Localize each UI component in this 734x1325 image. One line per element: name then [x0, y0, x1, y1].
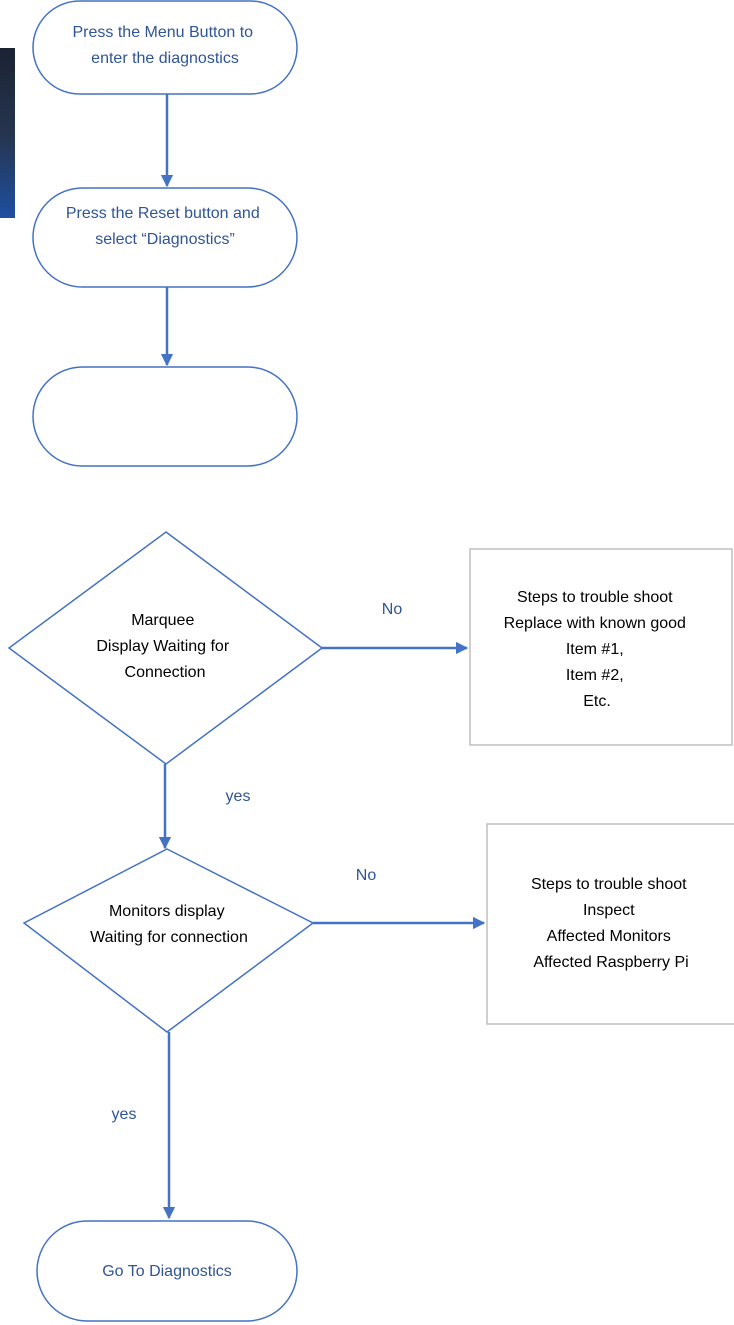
svg-text:Press the Menu Button to: Press the Menu Button to enter the diagn…: [73, 24, 258, 67]
box-marquee-fix-shape: [469, 548, 733, 746]
terminal-go-shape: [36, 1220, 298, 1322]
svg-text:Press the Reset button and: Press the Reset button and select “Diagn…: [66, 205, 264, 248]
decision-marquee-line-1: Marquee: [131, 612, 194, 629]
svg-text:Steps to trouble shoot I: Steps to trouble shoot Inspect Affected …: [531, 876, 691, 971]
decision-monitors-line-1: Monitors display: [109, 903, 225, 920]
terminal-menu-shape: [32, 0, 298, 95]
edge-label-monitors-yes: yes: [112, 1106, 137, 1123]
decision-marquee-line-3: Connection: [125, 664, 206, 681]
terminal-menu-line-1: Press the Menu Button to: [73, 24, 254, 41]
box-marquee-fix: Steps to trouble shoot Replace with know…: [469, 548, 733, 746]
decision-monitors-shape: [22, 848, 315, 1033]
terminal-menu-line-2: enter the diagnostics: [91, 50, 239, 67]
edge-label-marquee-yes: yes: [226, 788, 251, 805]
decision-monitors-line-2: Waiting for connection: [90, 929, 248, 946]
terminal-reset: Press the Reset button and select “Diagn…: [32, 187, 298, 288]
svg-text:Go To Diagnostics: Go To Diagnostics: [102, 1263, 232, 1280]
decision-marquee-line-2: Display Waiting for: [96, 638, 229, 655]
box-monitors-fix-line-2: Inspect: [583, 902, 635, 919]
box-monitors-fix-line-3: Affected Monitors: [547, 928, 671, 945]
box-marquee-fix-line-4: Item #2,: [566, 667, 624, 684]
terminal-go-line-1: Go To Diagnostics: [102, 1263, 232, 1280]
terminal-empty: [32, 366, 298, 467]
box-monitors-fix-line-1: Steps to trouble shoot: [531, 876, 687, 893]
edge-label-monitors-no: No: [356, 867, 377, 884]
terminal-empty-shape: [32, 366, 298, 467]
connectors: [158, 94, 486, 1220]
box-marquee-fix-line-2: Replace with known good: [504, 615, 686, 632]
edge-label-marquee-no: No: [382, 601, 403, 618]
box-monitors-fix-shape: [486, 823, 734, 1025]
photo-fragment-icon: [0, 48, 15, 218]
terminal-go: Go To Diagnostics: [36, 1220, 298, 1322]
box-monitors-fix-line-4: Affected Raspberry Pi: [533, 954, 688, 971]
terminal-reset-shape: [32, 187, 298, 288]
decision-marquee: Marquee Display Waiting for Connection: [7, 531, 324, 765]
terminal-reset-line-1: Press the Reset button and: [66, 205, 260, 222]
svg-text:Steps to trouble shoot R: Steps to trouble shoot Replace with know…: [504, 589, 691, 710]
box-marquee-fix-line-1: Steps to trouble shoot: [517, 589, 673, 606]
terminal-menu: Press the Menu Button to enter the diagn…: [32, 0, 298, 95]
svg-text:Monitors display Waiting: Monitors display Waiting for connection: [90, 903, 248, 946]
box-monitors-fix: Steps to trouble shoot Inspect Affected …: [486, 823, 734, 1025]
terminal-reset-line-2: select “Diagnostics”: [95, 231, 235, 248]
decision-monitors: Monitors display Waiting for connection: [22, 848, 315, 1033]
box-marquee-fix-line-3: Item #1,: [566, 641, 624, 658]
box-marquee-fix-line-5: Etc.: [583, 693, 611, 710]
decision-marquee-shape: [7, 531, 324, 765]
svg-text:Marquee Display Waiting: Marquee Display Waiting for Connection: [96, 612, 233, 681]
